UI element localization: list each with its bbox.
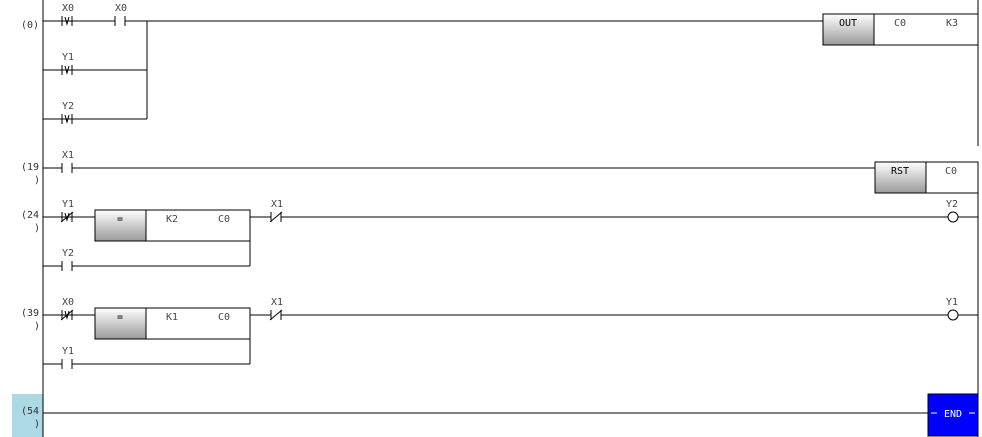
coil-y1[interactable]: Y1 xyxy=(946,297,959,321)
instruction-arg: K3 xyxy=(946,18,958,29)
coil-y2[interactable]: Y2 xyxy=(946,199,959,223)
contact-label: X0 xyxy=(62,3,74,14)
instruction-op: RST xyxy=(891,166,909,177)
step-number: (19 xyxy=(21,162,39,173)
instruction-arg: K2 xyxy=(166,214,178,225)
compare-instruction-box[interactable]: = K2 C0 xyxy=(94,209,251,242)
step-number: ) xyxy=(34,223,40,234)
step-labels: (0) (19 ) (24 ) (39 ) (54 ) xyxy=(21,20,40,430)
contact-label: Y2 xyxy=(62,248,74,259)
contact-x1-nc[interactable]: X1 xyxy=(269,199,283,223)
contact-label: Y2 xyxy=(62,101,74,112)
contact-x0[interactable]: X0 xyxy=(114,3,127,26)
contact-label: Y1 xyxy=(62,199,74,210)
step-number: (24 xyxy=(21,210,39,221)
instruction-op: = xyxy=(117,312,123,323)
contact-label: X1 xyxy=(62,150,74,161)
contact-x1[interactable]: X1 xyxy=(61,150,74,173)
rst-instruction-box[interactable]: RST C0 xyxy=(874,161,979,194)
step-number: (39 xyxy=(21,308,39,319)
rung-24: Y1 = K2 C0 X1 Y2 Y2 xyxy=(43,199,978,271)
step-number: ) xyxy=(34,321,40,332)
contact-label: X1 xyxy=(271,297,283,308)
contact-label: X1 xyxy=(271,199,283,210)
contact-label: Y1 xyxy=(62,52,74,63)
contact-x0-pulse-nc[interactable]: X0 xyxy=(60,297,74,321)
instruction-arg: K1 xyxy=(166,312,178,323)
step-number: (54 xyxy=(21,406,39,417)
instruction-op: OUT xyxy=(839,18,857,29)
instruction-arg: C0 xyxy=(218,312,230,323)
compare-instruction-box[interactable]: = K1 C0 xyxy=(94,307,251,340)
rung-19: X1 RST C0 xyxy=(43,150,979,194)
rung-54: END xyxy=(43,393,979,437)
end-instruction[interactable]: END xyxy=(927,393,979,437)
contact-label: Y1 xyxy=(62,346,74,357)
step-number: ) xyxy=(34,175,40,186)
instruction-arg: C0 xyxy=(218,214,230,225)
step-number: ) xyxy=(34,419,40,430)
coil-label: Y2 xyxy=(946,199,958,210)
rung-39: X0 = K1 C0 X1 Y1 Y1 xyxy=(43,297,978,369)
step-highlight xyxy=(12,394,43,437)
step-number: (0) xyxy=(21,20,39,31)
contact-x0-pulse[interactable]: X0 xyxy=(61,3,74,26)
instruction-op: = xyxy=(117,214,123,225)
contact-x1-nc[interactable]: X1 xyxy=(269,297,283,321)
end-label: END xyxy=(944,409,962,420)
contact-y1[interactable]: Y1 xyxy=(61,346,74,369)
contact-y1-pulse[interactable]: Y1 xyxy=(61,52,74,75)
contact-label: X0 xyxy=(115,3,127,14)
out-instruction-box[interactable]: OUT C0 K3 xyxy=(822,13,979,46)
coil-label: Y1 xyxy=(946,297,958,308)
contact-y1-pulse-nc[interactable]: Y1 xyxy=(60,199,74,223)
instruction-arg: C0 xyxy=(945,166,957,177)
rung-0: X0 X0 Y1 Y2 OU xyxy=(43,3,979,124)
contact-y2-pulse[interactable]: Y2 xyxy=(61,101,74,124)
contact-label: X0 xyxy=(62,297,74,308)
contact-y2[interactable]: Y2 xyxy=(61,248,74,271)
instruction-arg: C0 xyxy=(894,18,906,29)
